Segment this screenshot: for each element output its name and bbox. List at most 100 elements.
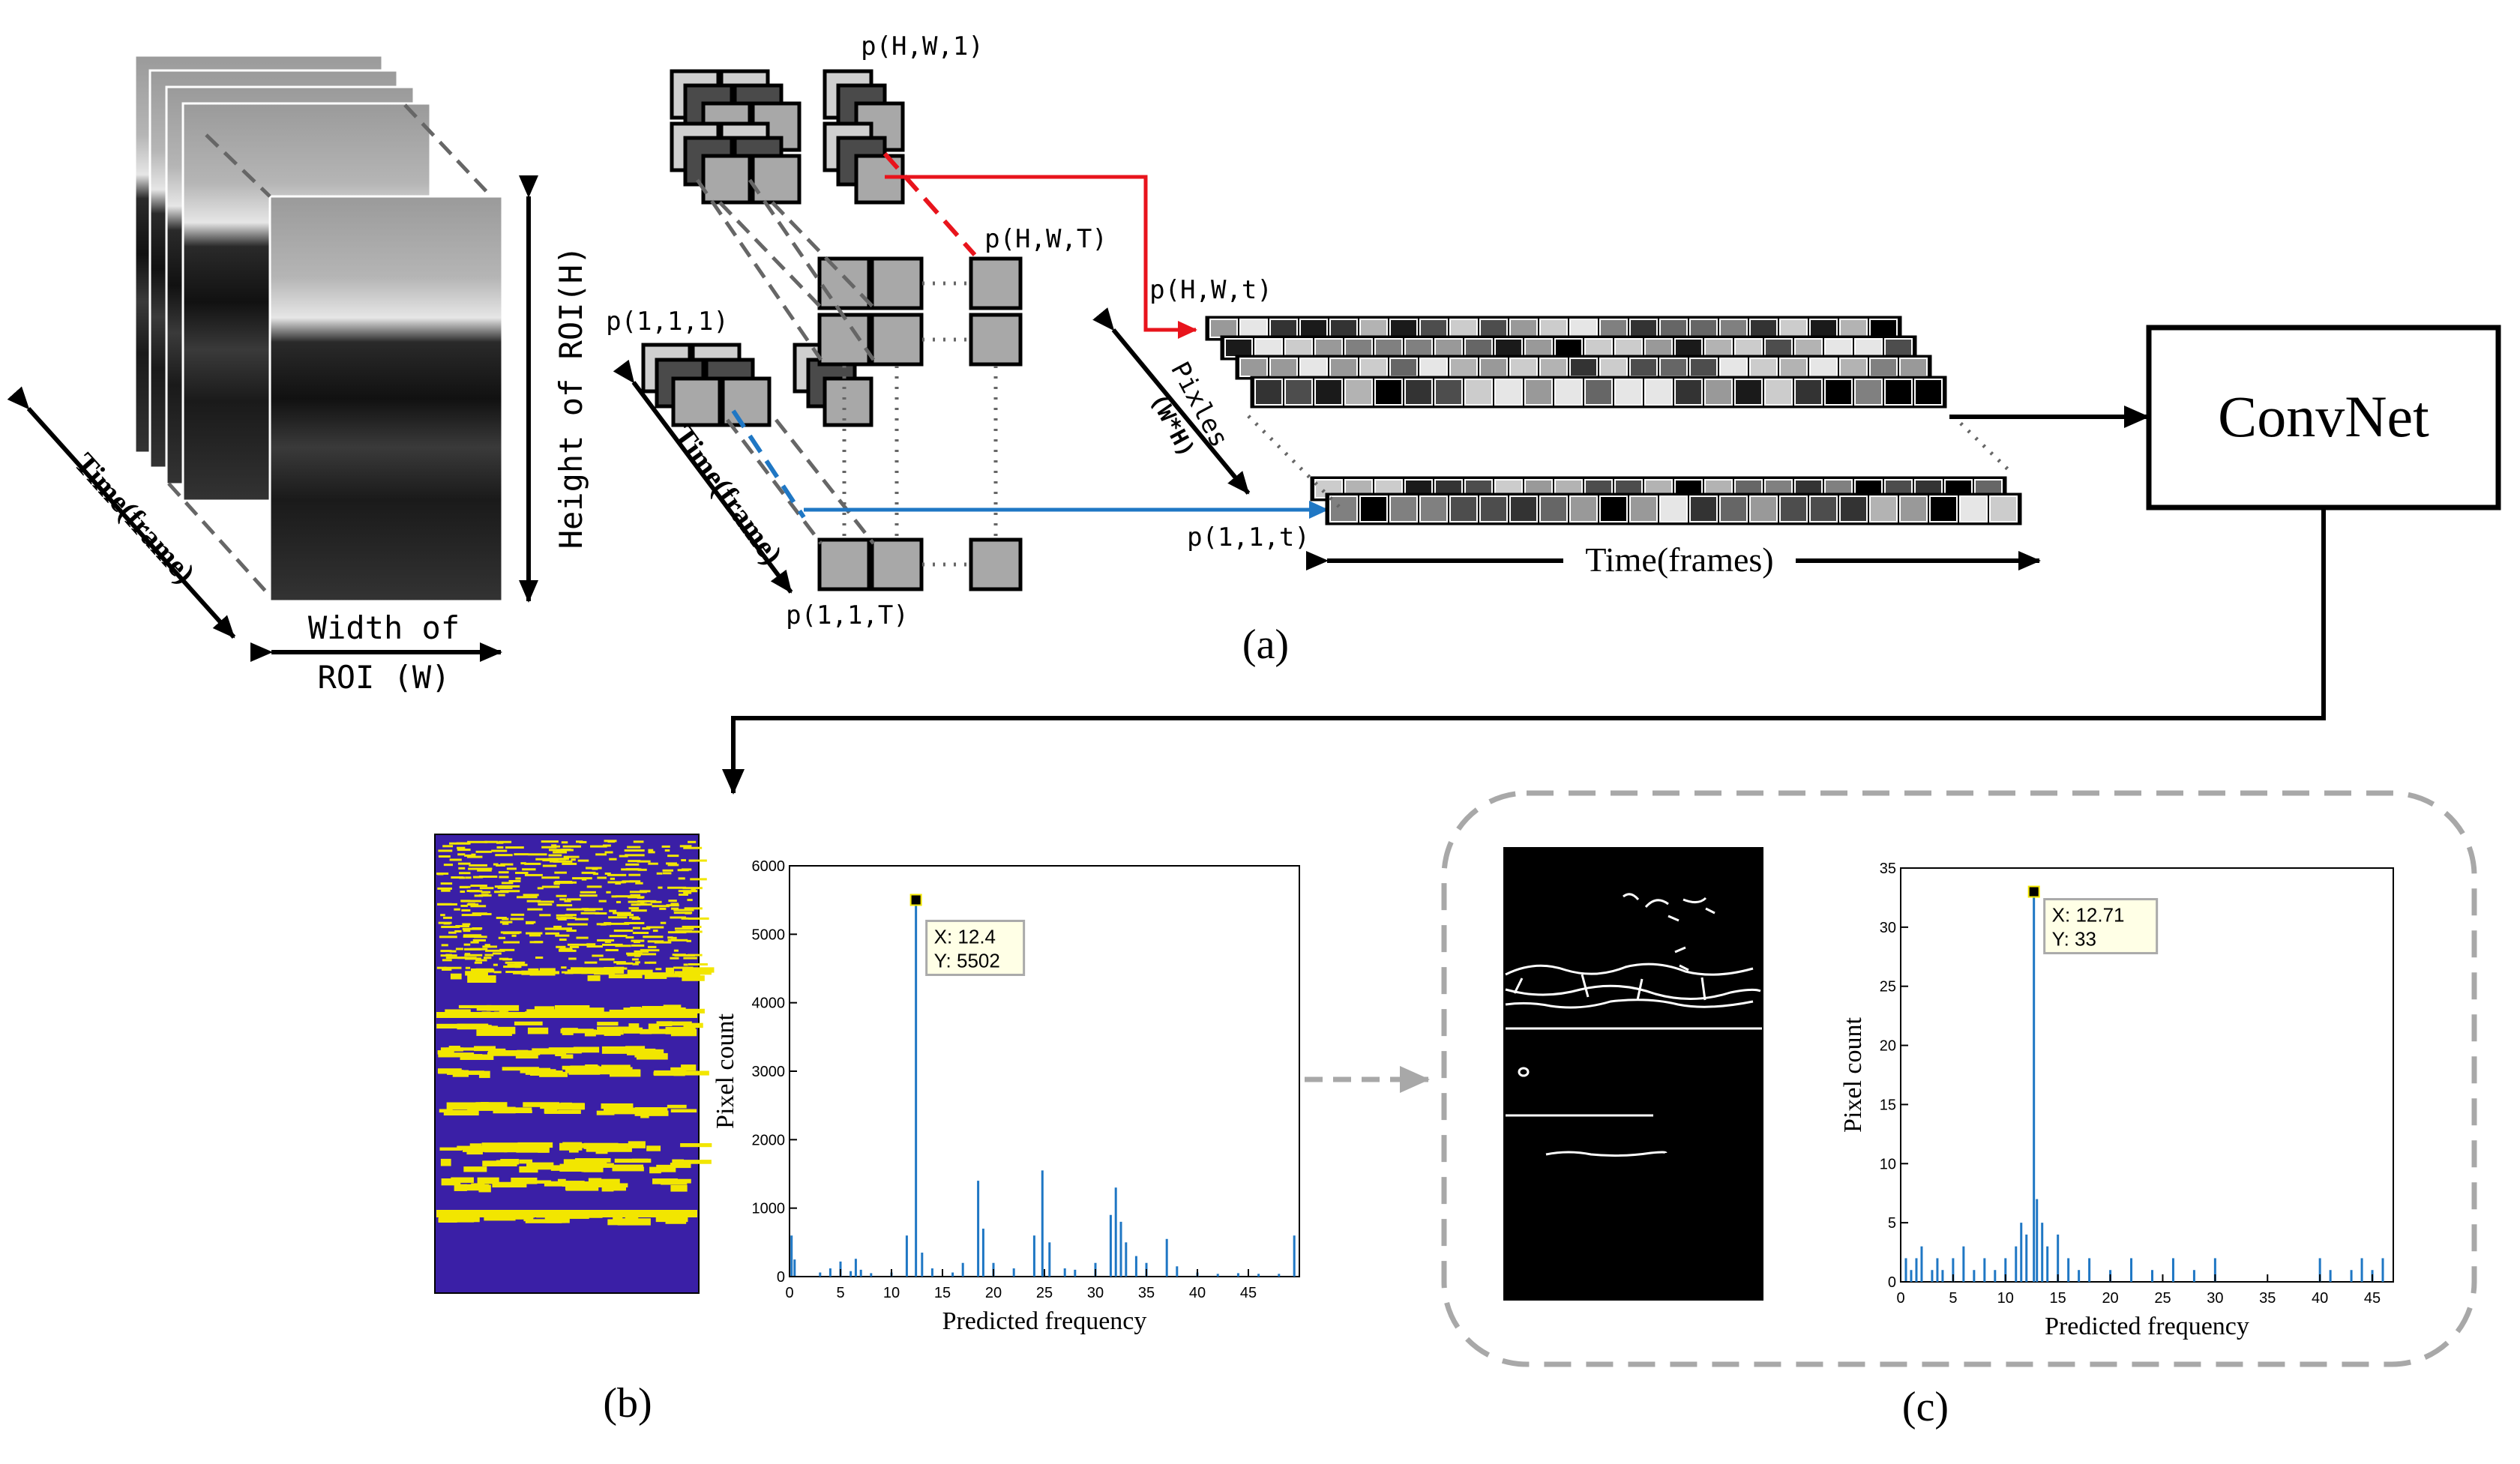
strip-top-3-cell [1329, 358, 1358, 377]
map-b-speck [449, 950, 457, 953]
strip-top-3-cell [1269, 358, 1298, 377]
map-b-speck [661, 845, 670, 848]
map-b-band [525, 1219, 562, 1223]
strip-top-2-cell [1554, 338, 1583, 358]
map-b-band [673, 1008, 705, 1013]
strip-top-2-cell [1884, 338, 1913, 358]
map-b-speck [561, 966, 567, 969]
strip-bottom-2-cell [1479, 495, 1508, 522]
map-b-speck [683, 846, 703, 849]
strip-top-2-cell [1314, 338, 1343, 358]
map-b-speck [495, 854, 513, 857]
strip-top-2-cell [1584, 338, 1613, 358]
strip-top-2-cell [1254, 338, 1283, 358]
map-b-speck [443, 864, 453, 867]
map-b-band [511, 1050, 541, 1055]
map-b-speck [629, 916, 640, 919]
map-b-speck [499, 885, 520, 888]
map-b-speck [474, 961, 483, 964]
time-axis-arrow-left [7, 386, 236, 639]
strip-top-3-cell [1659, 358, 1688, 377]
map-b-band [454, 1184, 467, 1191]
map-b-speck [624, 921, 645, 924]
map-b-speck [648, 851, 655, 854]
map-b-speck [631, 903, 641, 906]
map-b-speck [613, 961, 626, 964]
panel-c-label: (c) [1902, 1384, 1949, 1430]
map-b-speck [526, 921, 536, 924]
strip-top-2-cell [1224, 338, 1253, 358]
map-b-band [648, 1023, 660, 1031]
map-b-speck [679, 845, 692, 848]
map-b-speck [548, 854, 562, 857]
strip-top-2-cell [1464, 338, 1493, 358]
map-b-speck [516, 896, 538, 899]
strip-bottom-2-cell [1389, 495, 1418, 522]
map-b-speck [496, 916, 507, 919]
map-b-band [672, 1159, 685, 1166]
map-b-speck [683, 957, 697, 960]
map-b-speck [472, 912, 487, 915]
map-b-speck [502, 922, 509, 925]
strip-top-4-cell [1494, 379, 1523, 406]
map-b-speck [642, 927, 651, 930]
map-b-line [436, 1210, 697, 1217]
map-b-speck [556, 945, 566, 948]
strip-top-2-cell [1704, 338, 1733, 358]
map-b-speck [628, 896, 645, 899]
map-b-speck [581, 871, 596, 874]
map-b-speck [437, 887, 452, 890]
y-tick-label: 25 [1880, 979, 1896, 995]
map-b-speck [632, 932, 649, 935]
map-b-speck [539, 914, 551, 917]
strip-bottom-2-cell [1689, 495, 1718, 522]
map-b-band [671, 1178, 691, 1184]
strip-top-3-cell [1689, 358, 1718, 377]
map-b-speck [678, 877, 685, 880]
map-b-speck [464, 954, 483, 957]
label-p-HWt: p(H,W,t) [1149, 275, 1272, 305]
datatip-x: X: 12.71 [2052, 904, 2125, 927]
map-b-speck [647, 945, 657, 948]
map-b-band [670, 1163, 691, 1169]
map-b-speck [559, 939, 567, 942]
x-tick-label: 20 [985, 1285, 1002, 1301]
strip-bottom-2-cell [1839, 495, 1868, 522]
map-b-speck [688, 917, 709, 920]
map-b-speck [484, 954, 494, 957]
time-axis-label-mid: Time(frame) [667, 419, 790, 570]
map-b-band [520, 1069, 556, 1073]
map-b-speck [628, 900, 645, 903]
map-b-speck [442, 968, 452, 971]
map-b-band [438, 1052, 475, 1058]
map-b-band [527, 1027, 549, 1034]
strip-top-1-cell [1359, 319, 1388, 338]
map-b-speck [637, 868, 647, 871]
map-b-speck [480, 912, 492, 915]
map-b-speck [597, 939, 615, 942]
map-b-speck [515, 877, 521, 880]
strip-top-4-cell [1404, 379, 1433, 406]
map-b-speck [441, 926, 460, 929]
map-b-band [571, 967, 583, 973]
map-b-speck [631, 917, 641, 920]
map-b-band [482, 1026, 498, 1032]
strip-top-3-cell [1599, 358, 1628, 377]
map-b-speck [515, 871, 529, 874]
map-b-speck [688, 963, 708, 966]
map-b-band [665, 967, 675, 975]
map-b-speck [590, 845, 607, 848]
y-tick-label: 30 [1880, 920, 1896, 936]
map-b-speck [586, 945, 603, 948]
map-b-speck [460, 904, 468, 907]
map-b-speck [541, 846, 557, 849]
map-b-speck [538, 903, 553, 906]
map-b-speck [458, 867, 466, 870]
strip-top-2-cell [1374, 338, 1403, 358]
map-b-band [670, 1067, 687, 1073]
map-b-speck [682, 887, 703, 890]
map-b-speck [526, 932, 543, 935]
strip-top-3-cell [1539, 358, 1568, 377]
map-b-speck [470, 885, 487, 888]
